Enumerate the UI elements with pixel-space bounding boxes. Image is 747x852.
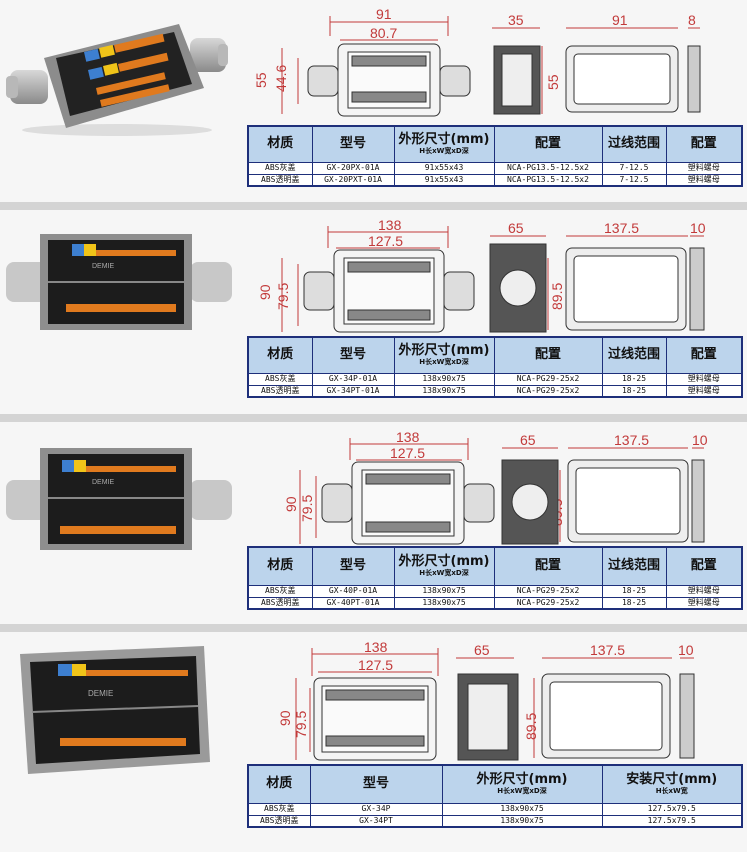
- technical-drawing-2: 138 127.5 90 79.5 65 89.5 137.5 10: [257, 218, 706, 333]
- dim-top-width: 138: [396, 430, 420, 445]
- dim-lid-depth: 10: [690, 220, 706, 236]
- header-size: 外形尺寸(mm)H长xW宽xD深: [393, 125, 495, 163]
- dim-lid-width: 137.5: [590, 642, 625, 658]
- dim-height: 90: [277, 710, 293, 726]
- dim-inner-height: 79.5: [299, 495, 315, 522]
- dim-side-height: 89.5: [523, 713, 539, 740]
- header-model: 型号: [311, 336, 395, 374]
- dim-side-height: 55: [545, 74, 561, 90]
- header-config: 配置: [493, 125, 603, 163]
- dim-inner-height: 79.5: [275, 283, 291, 310]
- dim-lid-width: 137.5: [614, 432, 649, 448]
- table-header-row: 材质 型号 外形尺寸(mm)H长xW宽xD深 安装尺寸(mm)H长xW宽: [247, 764, 743, 804]
- dim-inner-height: 79.5: [293, 711, 309, 738]
- product-photo-34p: DEMIE: [6, 234, 232, 330]
- dim-inner-width: 127.5: [368, 233, 403, 249]
- table-header-row: 材质 型号 外形尺寸(mm)H长xW宽xD深 配置 过线范围 配置: [247, 125, 743, 163]
- header-material: 材质: [247, 546, 313, 586]
- dim-inner-width: 80.7: [370, 25, 397, 41]
- header-model: 型号: [309, 764, 443, 804]
- header-model: 型号: [311, 546, 395, 586]
- header-config-2: 配置: [665, 125, 743, 163]
- technical-drawing-3: 138 127.5 90 79.5 65 89.5 137.5 10: [283, 430, 708, 545]
- dim-top-width: 138: [364, 640, 388, 655]
- header-material: 材质: [247, 336, 313, 374]
- dim-inner-width: 127.5: [358, 657, 393, 673]
- header-config: 配置: [493, 336, 603, 374]
- header-material: 材质: [247, 764, 311, 804]
- brand-label: DEMIE: [92, 479, 115, 486]
- header-config-2: 配置: [665, 546, 743, 586]
- dim-top-width: 138: [378, 218, 402, 233]
- header-range: 过线范围: [601, 125, 667, 163]
- technical-drawing-1: 91 80.7 55 44.6 35 55 91 8: [253, 6, 701, 117]
- header-config: 配置: [493, 546, 603, 586]
- dim-side-depth: 35: [508, 12, 524, 28]
- technical-drawing-4: 138 127.5 90 79.5 65 89.5 137.5 10: [277, 640, 695, 761]
- header-config-2: 配置: [665, 336, 743, 374]
- dim-height: 90: [257, 284, 273, 300]
- dim-inner-width: 127.5: [390, 445, 425, 461]
- header-model: 型号: [311, 125, 395, 163]
- header-material: 材质: [247, 125, 313, 163]
- section-separator: [0, 202, 747, 210]
- header-size: 外形尺寸(mm)H长xW宽xD深: [441, 764, 603, 804]
- section-separator: [0, 624, 747, 632]
- table-header-row: 材质 型号 外形尺寸(mm)H长xW宽xD深 配置 过线范围 配置: [247, 336, 743, 374]
- header-range: 过线范围: [601, 336, 667, 374]
- terminal-strip: [84, 33, 170, 107]
- product-photo-small-box: [6, 24, 228, 136]
- dim-lid-depth: 8: [688, 12, 696, 28]
- dim-lid-width: 137.5: [604, 220, 639, 236]
- dim-lid-depth: 10: [678, 642, 694, 658]
- brand-label: DEMIE: [92, 263, 115, 270]
- header-size: 外形尺寸(mm)H长xW宽xD深: [393, 336, 495, 374]
- dim-side-depth: 65: [508, 220, 524, 236]
- section-separator: [0, 414, 747, 422]
- header-mount-size: 安装尺寸(mm)H长xW宽: [601, 764, 743, 804]
- dim-lid-width: 91: [612, 12, 628, 28]
- dim-side-height: 89.5: [549, 283, 565, 310]
- product-photo-34p-no-gland: DEMIE: [20, 646, 210, 774]
- dim-top-width: 91: [376, 6, 392, 22]
- dim-height: 90: [283, 496, 299, 512]
- header-range: 过线范围: [601, 546, 667, 586]
- product-photo-40p: DEMIE: [6, 448, 232, 550]
- dim-inner-height: 44.6: [273, 65, 289, 92]
- dim-side-depth: 65: [520, 432, 536, 448]
- brand-label: DEMIE: [88, 689, 113, 698]
- spec-table-4: 材质 型号 外形尺寸(mm)H长xW宽xD深 安装尺寸(mm)H长xW宽 ABS…: [247, 764, 743, 828]
- header-size: 外形尺寸(mm)H长xW宽xD深: [393, 546, 495, 586]
- dim-side-depth: 65: [474, 642, 490, 658]
- dim-lid-depth: 10: [692, 432, 708, 448]
- table-header-row: 材质 型号 外形尺寸(mm)H长xW宽xD深 配置 过线范围 配置: [247, 546, 743, 586]
- dim-height: 55: [253, 72, 269, 88]
